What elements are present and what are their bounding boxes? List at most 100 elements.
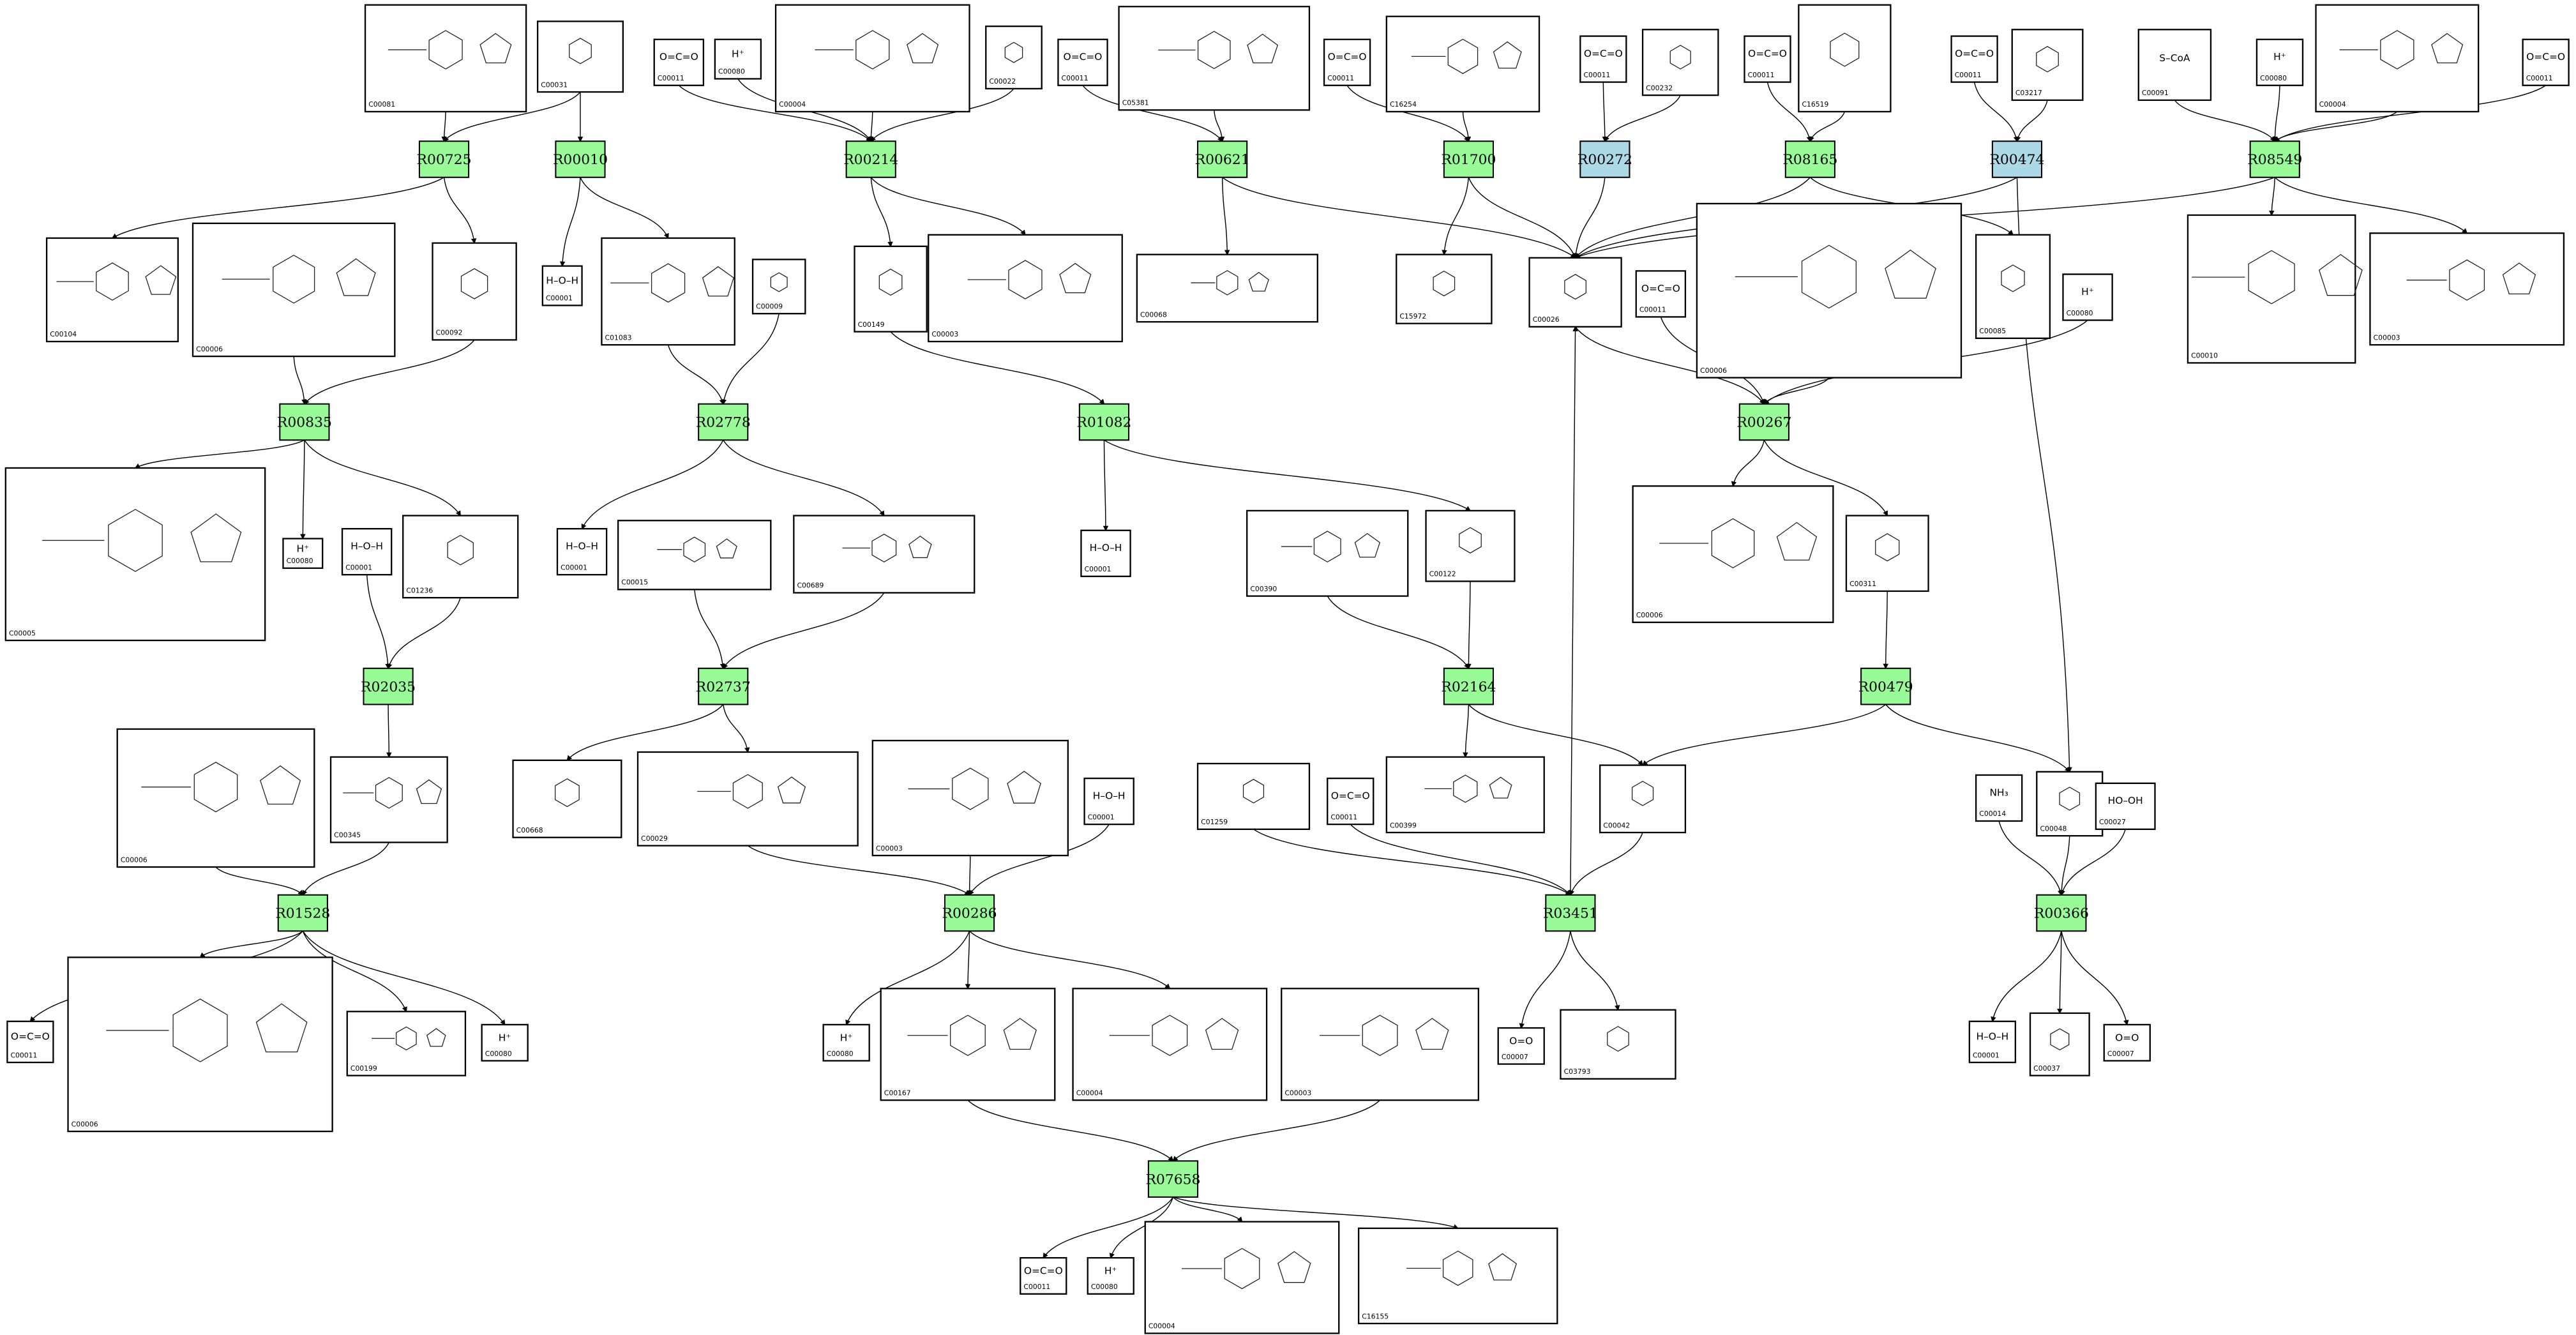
- compound-c00022[interactable]: C00022: [985, 25, 1043, 90]
- compound-c00042[interactable]: C00042: [1599, 764, 1687, 834]
- reaction-r08549[interactable]: R08549: [2247, 140, 2302, 178]
- compound-c00104[interactable]: C00104: [45, 237, 179, 343]
- compound-c00048[interactable]: C00048: [2036, 771, 2104, 837]
- compound-c00003[interactable]: C00003: [2369, 232, 2565, 346]
- compound-c00080[interactable]: H⁺C00080: [282, 538, 324, 569]
- reaction-r01528[interactable]: R01528: [275, 894, 330, 932]
- reaction-r01082[interactable]: R01082: [1076, 403, 1131, 441]
- compound-c05381[interactable]: C05381: [1118, 6, 1311, 111]
- compound-c00004[interactable]: C00004: [774, 4, 970, 113]
- reaction-r00366[interactable]: R00366: [2034, 894, 2089, 932]
- reaction-r07658[interactable]: R07658: [1145, 1160, 1200, 1198]
- compound-c00004[interactable]: C00004: [2315, 4, 2480, 113]
- compound-c00122[interactable]: C00122: [1425, 509, 1516, 582]
- reaction-r02737[interactable]: R02737: [696, 667, 751, 705]
- compound-c00167[interactable]: C00167: [880, 988, 1056, 1101]
- reaction-r00010[interactable]: R00010: [553, 140, 608, 178]
- compound-c15972[interactable]: C15972: [1396, 253, 1493, 324]
- compound-c00689[interactable]: C00689: [793, 515, 975, 594]
- reaction-r02035[interactable]: R02035: [361, 667, 416, 705]
- compound-c03793[interactable]: C03793: [1560, 1009, 1676, 1080]
- compound-c00003[interactable]: C00003: [871, 739, 1069, 857]
- compound-c00009[interactable]: C00009: [751, 259, 806, 315]
- compound-c00080[interactable]: H⁺C00080: [481, 1023, 529, 1062]
- reaction-r02164[interactable]: R02164: [1441, 667, 1496, 705]
- compound-c00031[interactable]: C00031: [536, 20, 624, 93]
- compound-c00003[interactable]: C00003: [928, 234, 1123, 343]
- reaction-r02778[interactable]: R02778: [696, 403, 751, 441]
- reaction-r00835[interactable]: R00835: [277, 403, 332, 441]
- reaction-r00474[interactable]: R00474: [1989, 140, 2044, 178]
- reaction-r00267[interactable]: R00267: [1736, 403, 1791, 441]
- compound-c00668[interactable]: C00668: [512, 759, 622, 838]
- reaction-r01700[interactable]: R01700: [1441, 140, 1496, 178]
- compound-c00006[interactable]: C00006: [1632, 485, 1834, 623]
- compound-c00232[interactable]: C00232: [1641, 29, 1719, 96]
- compound-c01236[interactable]: C01236: [402, 515, 519, 599]
- compound-c00010[interactable]: C00010: [2187, 214, 2363, 364]
- reaction-r00725[interactable]: R00725: [417, 140, 472, 178]
- compound-c00006[interactable]: C00006: [116, 728, 315, 868]
- compound-c03217[interactable]: C03217: [2011, 29, 2084, 102]
- compound-c16519[interactable]: C16519: [1798, 4, 1892, 113]
- compound-c00005[interactable]: C00005: [4, 467, 266, 642]
- compound-c00080[interactable]: H⁺C00080: [2256, 38, 2304, 86]
- compound-c00080[interactable]: H⁺C00080: [1087, 1256, 1134, 1295]
- compound-c16254[interactable]: C16254: [1385, 15, 1540, 113]
- compound-c00081[interactable]: C00081: [364, 4, 527, 113]
- compound-c00029[interactable]: C00029: [636, 751, 859, 847]
- compound-c00092[interactable]: C00092: [432, 242, 517, 341]
- compound-c00068[interactable]: C00068: [1136, 253, 1318, 323]
- compound-c00026[interactable]: C00026: [1528, 257, 1622, 328]
- compound-c00006[interactable]: C00006: [67, 956, 333, 1133]
- compound-c00345[interactable]: C00345: [329, 756, 448, 843]
- compound-c00149[interactable]: C00149: [854, 245, 928, 333]
- compound-c00199[interactable]: C00199: [346, 1011, 467, 1076]
- compound-c00004[interactable]: C00004: [1072, 988, 1268, 1101]
- reaction-r00479[interactable]: R00479: [1858, 667, 1913, 705]
- compound-c00080[interactable]: H⁺C00080: [714, 38, 762, 80]
- compound-c00080[interactable]: H⁺C00080: [822, 1023, 870, 1062]
- reaction-r00286[interactable]: R00286: [942, 894, 997, 932]
- compound-c01083[interactable]: C01083: [601, 237, 735, 346]
- reaction-r03451[interactable]: R03451: [1543, 894, 1598, 932]
- compound-c00037[interactable]: C00037: [2029, 1012, 2090, 1076]
- compound-c00399[interactable]: C00399: [1385, 756, 1545, 834]
- reaction-r00621[interactable]: R00621: [1195, 140, 1250, 178]
- compound-c00015[interactable]: C00015: [617, 520, 772, 591]
- compound-c16155[interactable]: C16155: [1357, 1227, 1558, 1325]
- reaction-r08165[interactable]: R08165: [1782, 140, 1837, 178]
- reaction-r00214[interactable]: R00214: [843, 140, 898, 178]
- reaction-r00272[interactable]: R00272: [1578, 140, 1632, 178]
- compound-c00080[interactable]: H⁺C00080: [2062, 273, 2113, 321]
- compound-c01259[interactable]: C01259: [1196, 762, 1311, 830]
- compound-c00085[interactable]: C00085: [1975, 234, 2051, 339]
- compound-c00003[interactable]: C00003: [1281, 988, 1480, 1101]
- compound-c00311[interactable]: C00311: [1845, 515, 1929, 592]
- compound-c00006[interactable]: C00006: [1696, 202, 1962, 379]
- compound-c00006[interactable]: C00006: [192, 222, 396, 358]
- compound-c00390[interactable]: C00390: [1246, 509, 1409, 597]
